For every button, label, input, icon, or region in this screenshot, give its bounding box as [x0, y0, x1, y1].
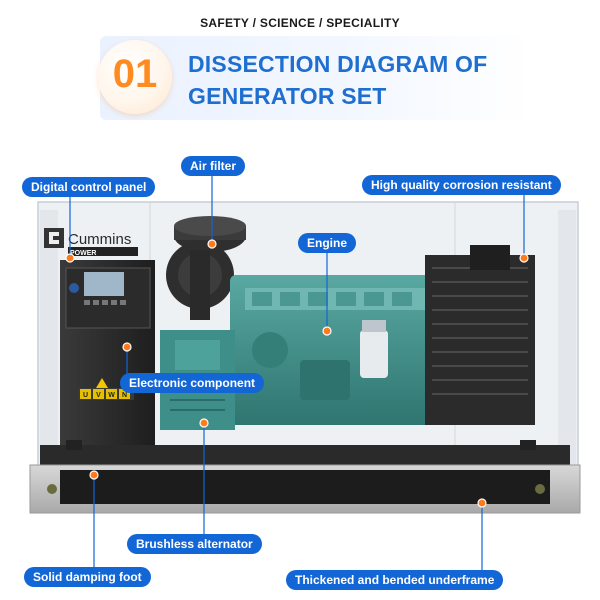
panel-button-u: U	[83, 392, 88, 399]
radiator-part	[425, 245, 535, 425]
callout-dot-icon	[122, 342, 132, 352]
section-number: 01	[112, 52, 158, 96]
label-high-quality-corrosion-resistant: High quality corrosion resistant	[362, 175, 561, 195]
leader-lines	[69, 176, 525, 570]
panel-button-n: N	[122, 392, 127, 399]
page-title: DISSECTION DIAGRAM OF GENERATOR SET	[188, 48, 487, 112]
number-badge	[98, 40, 172, 114]
label-digital-control-panel: Digital control panel	[22, 177, 156, 197]
title-line-2: GENERATOR SET	[188, 83, 387, 109]
panel-button-w: W	[108, 392, 115, 399]
engine-block	[230, 275, 450, 425]
label-brushless-alternator: Brushless alternator	[127, 534, 262, 554]
callout-dot-icon	[519, 253, 529, 263]
callout-dot-icon	[89, 470, 99, 480]
base-frame	[29, 440, 581, 514]
brand-name: Cummins	[68, 231, 131, 248]
callout-dot-icon	[207, 239, 217, 249]
panel-button-v: V	[96, 392, 101, 399]
label-air-filter: Air filter	[181, 156, 246, 176]
label-engine: Engine	[298, 233, 357, 253]
callout-dot-icon	[322, 326, 332, 336]
cummins-logo-icon	[44, 228, 64, 248]
label-electronic-component: Electronic component	[120, 373, 265, 393]
label-underframe: Thickened and bended underframe	[286, 570, 504, 590]
air-filter-part	[166, 216, 246, 320]
title-line-1: DISSECTION DIAGRAM OF	[188, 51, 488, 77]
control-cabinet: U V W N	[60, 260, 155, 450]
callout-dot-icon	[199, 418, 209, 428]
callout-dot-icon	[477, 498, 487, 508]
brand-sub: POWER	[70, 250, 96, 257]
callout-dot-icon	[65, 253, 75, 263]
tagline: SAFETY / SCIENCE / SPECIALITY	[200, 16, 400, 30]
label-solid-damping-foot: Solid damping foot	[24, 567, 151, 587]
